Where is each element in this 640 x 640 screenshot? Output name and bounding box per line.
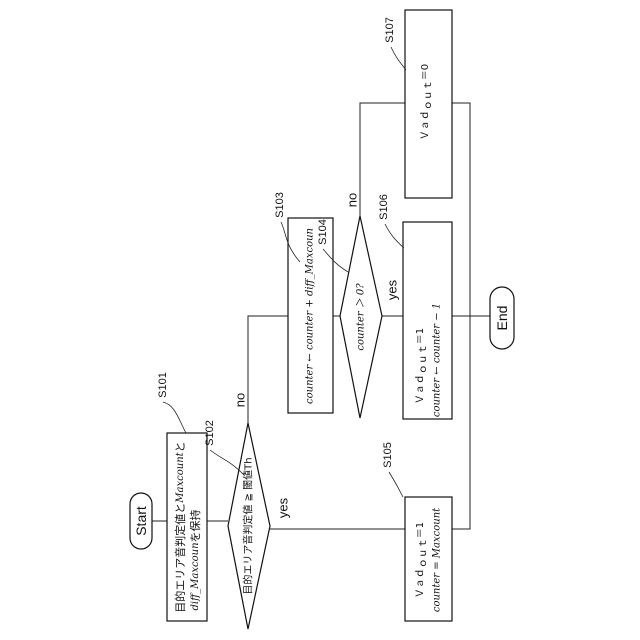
end-node: End — [490, 287, 514, 349]
s103-text: counter ← counter + diff_Maxcoun — [305, 228, 316, 404]
step-label-s101: S101 — [157, 372, 169, 398]
branch-s102-no: no — [233, 393, 248, 407]
s104-node: counter ＞ 0? — [340, 216, 382, 418]
step-label-s107: S107 — [384, 17, 396, 43]
s107-to-end — [452, 103, 490, 316]
s102-no-to-s103 — [248, 316, 288, 423]
leader-s107 — [391, 47, 406, 70]
s103-node: counter ← counter + diff_Maxcoun — [288, 218, 333, 413]
s106-box — [403, 222, 452, 419]
s101-text-line2: diff_Maxcounを保持 — [188, 509, 202, 610]
s104-text: counter ＞ 0? — [356, 283, 367, 351]
step-label-s104: S104 — [317, 219, 329, 245]
branch-s102-yes: yes — [276, 497, 291, 518]
s105-node: Ｖａｄｏｕｔ＝1 counter = Maxcount — [405, 497, 452, 621]
s101-text-line1: 目的エリア音判定値とMaxcountと — [173, 441, 187, 612]
s106-node: Ｖａｄｏｕｔ＝1 counter ← counter − 1 — [403, 222, 452, 419]
s105-to-end — [452, 316, 470, 529]
step-label-s106: S106 — [378, 194, 390, 220]
s105-box — [405, 497, 452, 621]
step-label-s103: S103 — [274, 192, 286, 218]
s107-node: Ｖａｄｏｕｔ＝0 — [405, 10, 452, 198]
leader-s105 — [389, 472, 403, 497]
s101-node: 目的エリア音判定値とMaxcountと diff_Maxcounを保持 — [167, 433, 207, 621]
leader-s101 — [163, 402, 186, 433]
branch-s104-yes: yes — [385, 279, 400, 300]
start-label: Start — [133, 506, 149, 536]
s102-text: 目的エリア音判定値 ≧ 閾値Th — [242, 457, 255, 594]
end-label: End — [494, 306, 510, 331]
s105-text-line2: counter = Maxcount — [432, 507, 443, 612]
leader-s106 — [385, 224, 404, 248]
s102-node: 目的エリア音判定値 ≧ 閾値Th — [228, 423, 270, 629]
step-label-s102: S102 — [204, 420, 216, 446]
start-node: Start — [130, 493, 152, 549]
s106-text-line2: counter ← counter − 1 — [432, 303, 443, 417]
branch-s104-no: no — [345, 193, 360, 207]
step-label-s105: S105 — [382, 442, 394, 468]
